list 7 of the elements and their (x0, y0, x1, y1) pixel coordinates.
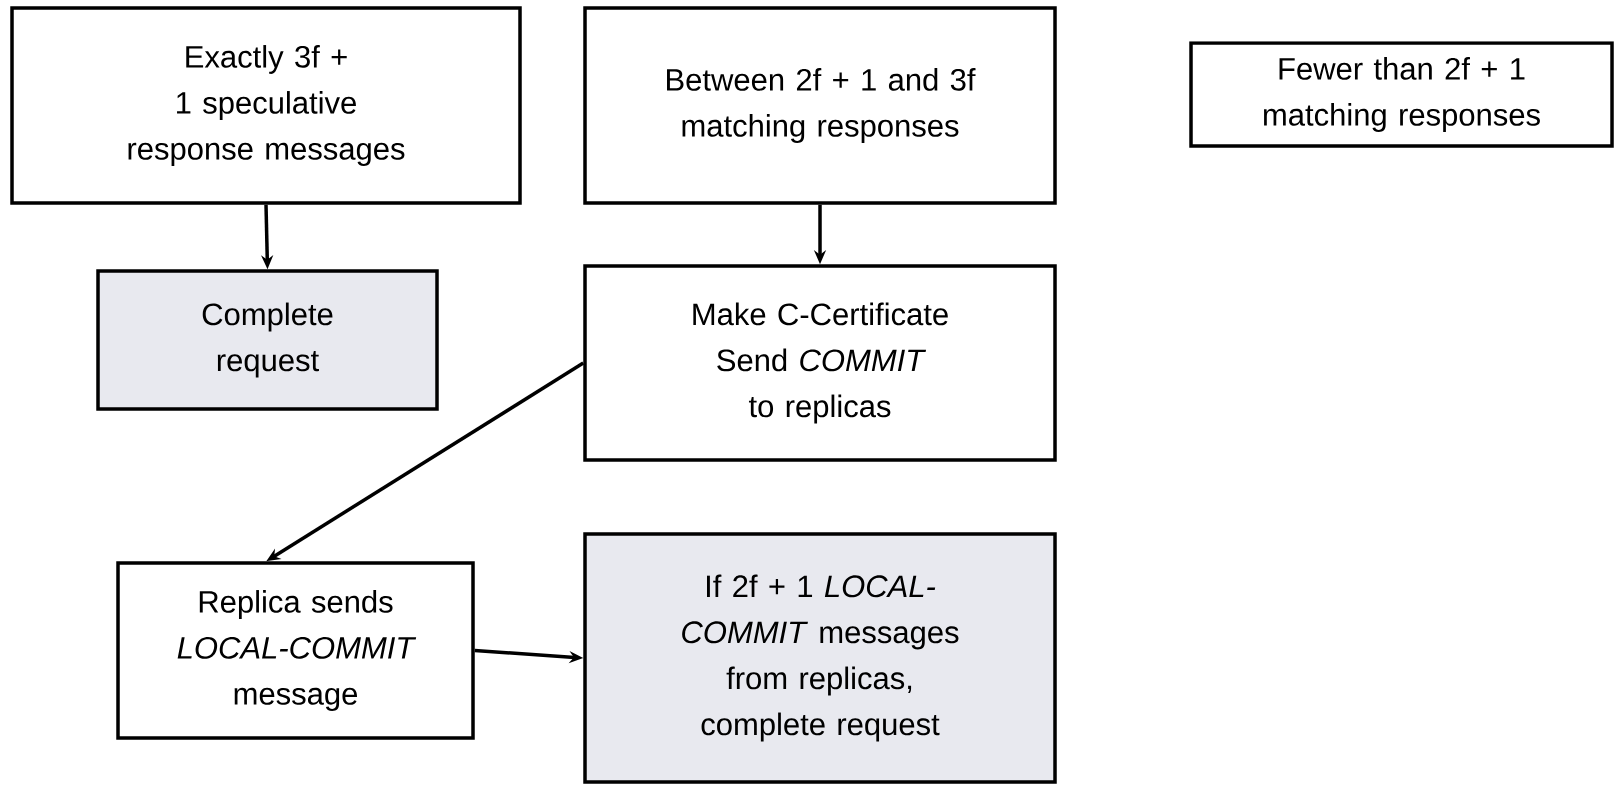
process-box: Fewer than 2f + 1 matching responses (1189, 41, 1614, 148)
process-box: Between 2f + 1 and 3f matching responses (583, 6, 1057, 205)
process-box: Complete request (96, 269, 439, 411)
process-box: Exactly 3f + 1 speculative response messages (10, 6, 522, 205)
process-box: Replica sends LOCAL-COMMIT message (116, 561, 475, 740)
process-box: Make C-Certificate Send COMMIT to replicas (583, 264, 1057, 462)
process-box: If 2f + 1 LOCAL-COMMIT messages from replicas, complete request (583, 532, 1057, 784)
